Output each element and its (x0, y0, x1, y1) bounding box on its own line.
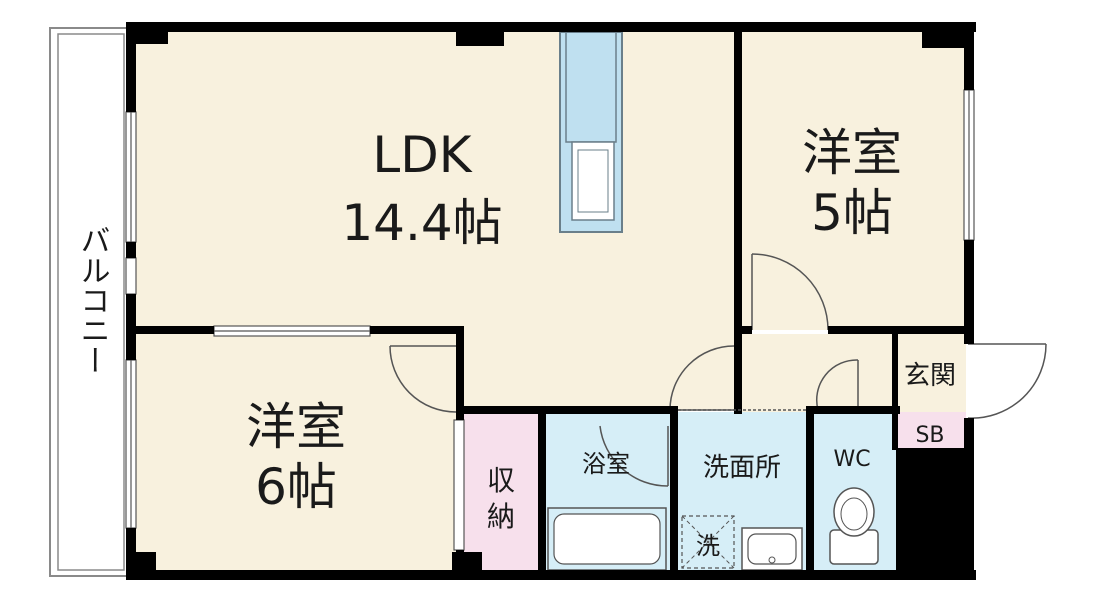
washer-space-icon (681, 515, 735, 569)
washroom-label: 洗面所 (703, 453, 781, 483)
western-room-5-floor (740, 30, 968, 330)
ldk-size: 14.4帖 (341, 194, 502, 252)
western-room-5-size: 5帖 (811, 184, 893, 242)
sink-icon (571, 141, 615, 221)
bathroom-label: 浴室 (582, 450, 630, 478)
entrance-label: 玄関 (904, 361, 956, 391)
balcony-label: バルコニー (75, 225, 110, 375)
storage-label-2: 納 (487, 500, 515, 533)
shoe-box (896, 412, 966, 448)
bathtub-icon (547, 507, 667, 571)
toilet-label: WC (833, 447, 870, 472)
hall-floor (738, 334, 898, 412)
shoe-box-label: SB (915, 423, 944, 448)
walls (126, 22, 976, 580)
entrance-floor (896, 334, 966, 412)
balcony (49, 27, 131, 577)
western-room-5-name: 洋室 (802, 124, 902, 182)
wash-basin-icon (741, 527, 803, 571)
kitchen-counter (559, 31, 623, 233)
western-room-6-size: 6帖 (255, 458, 337, 516)
storage-floor (460, 412, 542, 574)
washer-space-label: 洗 (696, 532, 720, 560)
western-room-6-name: 洋室 (246, 398, 346, 456)
western-room-6-floor (134, 334, 460, 574)
toilet-icon (829, 487, 879, 565)
storage-label-1: 収 (487, 464, 515, 497)
ldk-name: LDK (372, 126, 472, 184)
